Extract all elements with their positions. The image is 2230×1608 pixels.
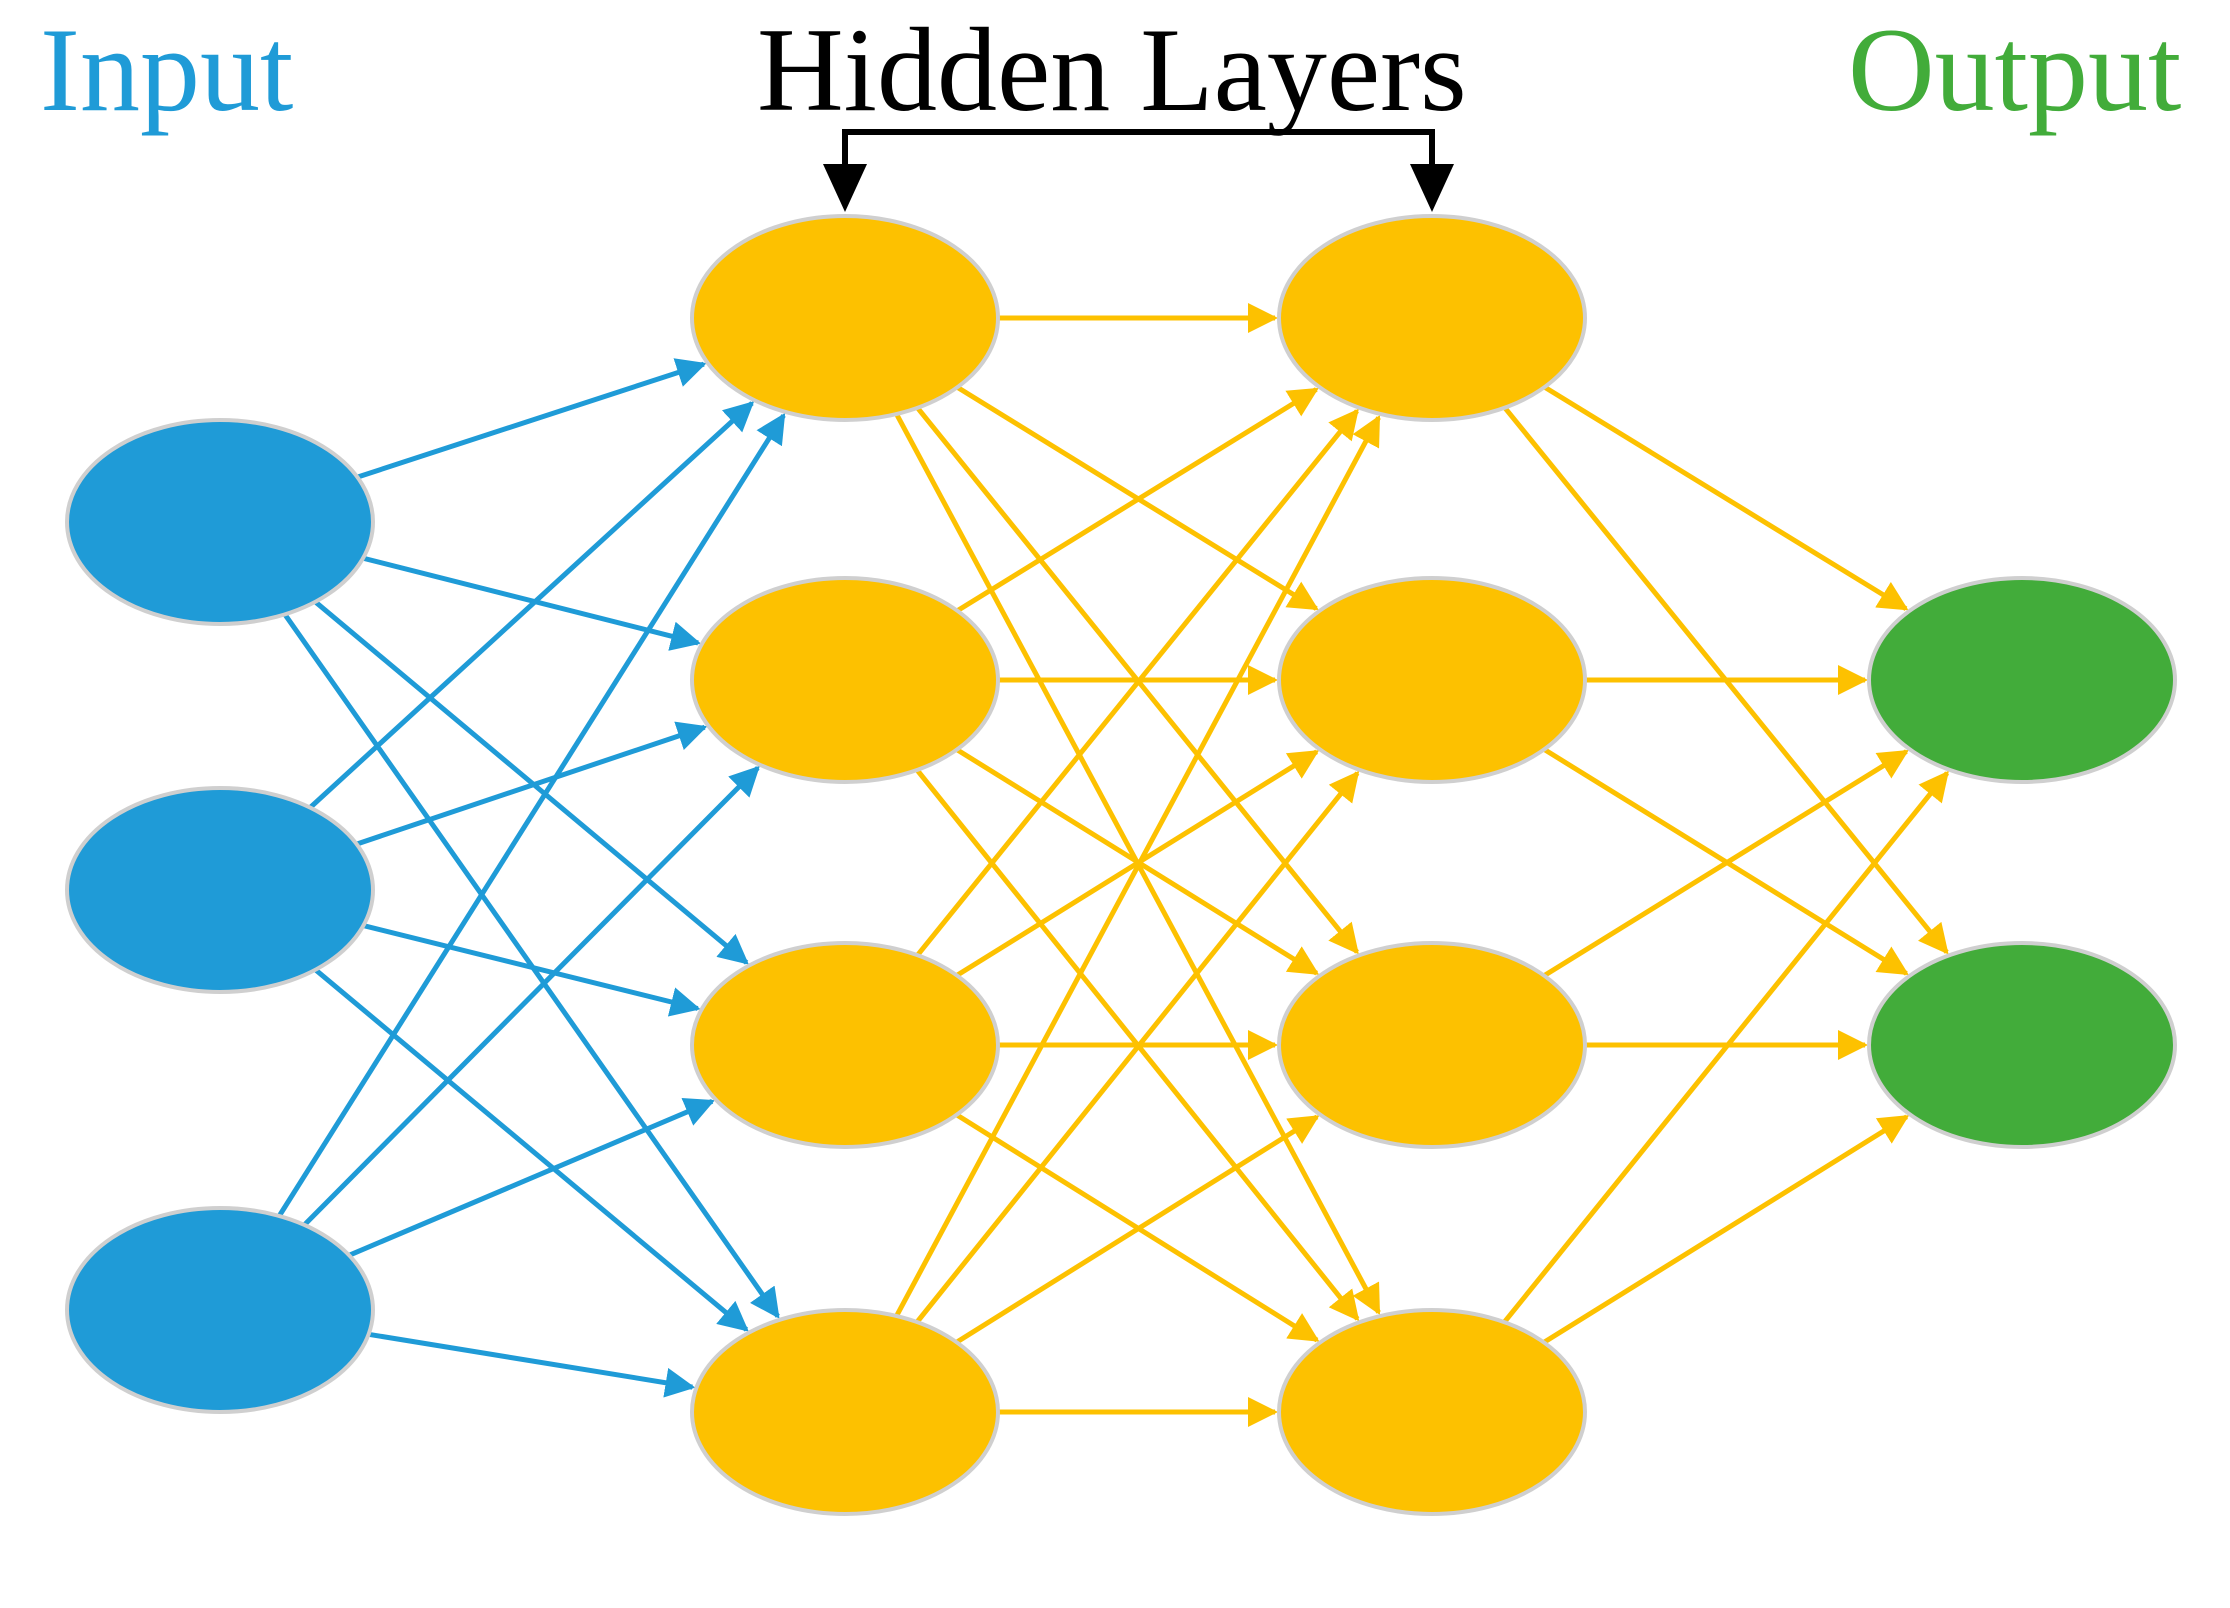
input-node-1 — [65, 418, 375, 626]
edge-input-1-to-hidden1-1 — [356, 358, 707, 480]
edge-hidden1-4-to-hidden2-3 — [955, 1114, 1320, 1345]
edge-hidden1-3-to-hidden2-1 — [915, 408, 1359, 957]
edge-hidden2-1-to-output-1 — [1543, 384, 1909, 611]
bracket-arrowhead-2 — [1410, 164, 1454, 212]
input-layer-label: Input — [40, 3, 294, 136]
edge-input-1-to-hidden1-2 — [362, 555, 702, 651]
bracket-line — [842, 129, 1435, 168]
edge-input-2-to-hidden1-1 — [308, 401, 755, 810]
output-node-2 — [1867, 941, 2177, 1149]
hidden-layers-bracket — [823, 129, 1454, 212]
connections — [277, 303, 1950, 1427]
neurons — [65, 214, 2177, 1516]
bracket-arrowhead-1 — [823, 164, 867, 212]
hidden-layers-label: Hidden Layers — [757, 3, 1467, 136]
edge-input-3-to-hidden1-2 — [302, 765, 760, 1227]
edge-input-2-to-hidden1-4 — [313, 967, 749, 1332]
output-node-1 — [1867, 576, 2177, 784]
edge-input-2-to-hidden1-2 — [355, 721, 708, 847]
edge-input-2-to-hidden1-3 — [362, 923, 701, 1017]
edge-hidden1-2-to-hidden2-1 — [955, 387, 1319, 613]
edge-input-3-to-hidden1-1 — [277, 412, 786, 1218]
edge-hidden1-4-to-hidden2-2 — [915, 770, 1360, 1324]
edge-hidden2-4-to-output-1 — [1502, 770, 1950, 1324]
hidden1-node-2 — [690, 576, 1000, 784]
output-layer-label: Output — [1848, 3, 2182, 136]
edge-hidden2-4-to-output-2 — [1542, 1114, 1910, 1345]
hidden2-node-1 — [1277, 214, 1587, 422]
input-node-2 — [65, 786, 375, 994]
hidden2-node-3 — [1277, 941, 1587, 1149]
edge-input-1-to-hidden1-3 — [313, 599, 749, 965]
input-node-3 — [65, 1206, 375, 1414]
edge-hidden2-3-to-output-1 — [1542, 749, 1909, 978]
edge-hidden1-4-to-hidden2-1 — [894, 414, 1381, 1318]
edge-input-3-to-hidden1-3 — [348, 1098, 715, 1258]
edge-input-3-to-hidden1-4 — [368, 1331, 696, 1398]
hidden1-node-4 — [690, 1308, 1000, 1516]
hidden1-node-1 — [690, 214, 1000, 422]
hidden2-node-2 — [1277, 576, 1587, 784]
hidden1-node-3 — [690, 941, 1000, 1149]
hidden2-node-4 — [1277, 1308, 1587, 1516]
